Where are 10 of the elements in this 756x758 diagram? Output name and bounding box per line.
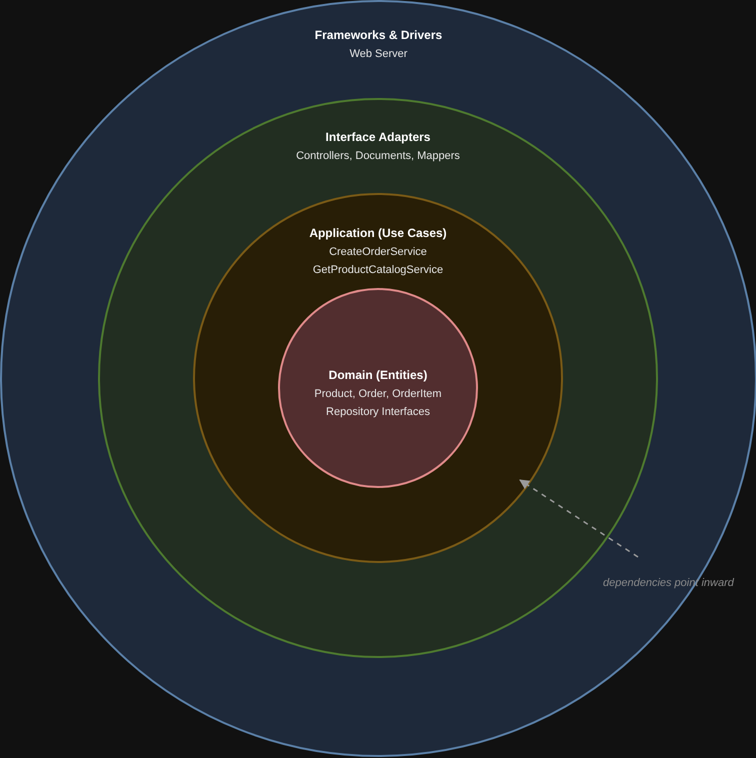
layer-detail: Product, Order, OrderItem xyxy=(314,387,442,402)
layer-title: Domain (Entities) xyxy=(328,368,428,383)
layer-detail: GetProductCatalogService xyxy=(312,263,444,278)
layer-title: Frameworks & Drivers xyxy=(314,28,442,43)
layer-detail: Web Server xyxy=(350,47,408,62)
layer-title: Application (Use Cases) xyxy=(309,226,447,241)
layer-title: Interface Adapters xyxy=(326,130,430,145)
layer-detail: Controllers, Documents, Mappers xyxy=(296,149,460,164)
layer-detail: Repository Interfaces xyxy=(326,405,430,420)
layer-detail: CreateOrderService xyxy=(329,245,427,260)
